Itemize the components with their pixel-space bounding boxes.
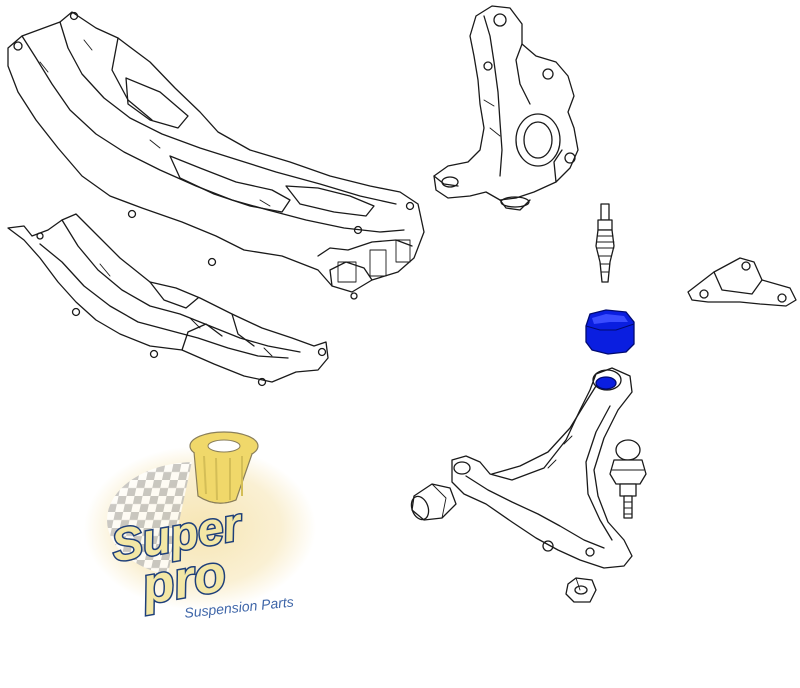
lower-control-arm xyxy=(451,367,633,569)
hex-nut xyxy=(565,577,597,603)
ball-joint-stud xyxy=(595,203,615,283)
steering-knuckle xyxy=(433,5,579,211)
mounting-bracket xyxy=(687,257,797,307)
front-crossmember xyxy=(7,11,425,300)
arm-front-bushing xyxy=(410,483,457,521)
brand-line-1: Super xyxy=(107,497,246,571)
highlighted-bushing xyxy=(585,309,635,355)
ball-joint xyxy=(609,439,647,519)
superpro-logo: Super pro Suspension Parts xyxy=(84,431,316,621)
checkered-flag xyxy=(107,462,192,578)
bushing-logo-icon xyxy=(189,431,259,504)
lower-brace xyxy=(7,213,329,387)
